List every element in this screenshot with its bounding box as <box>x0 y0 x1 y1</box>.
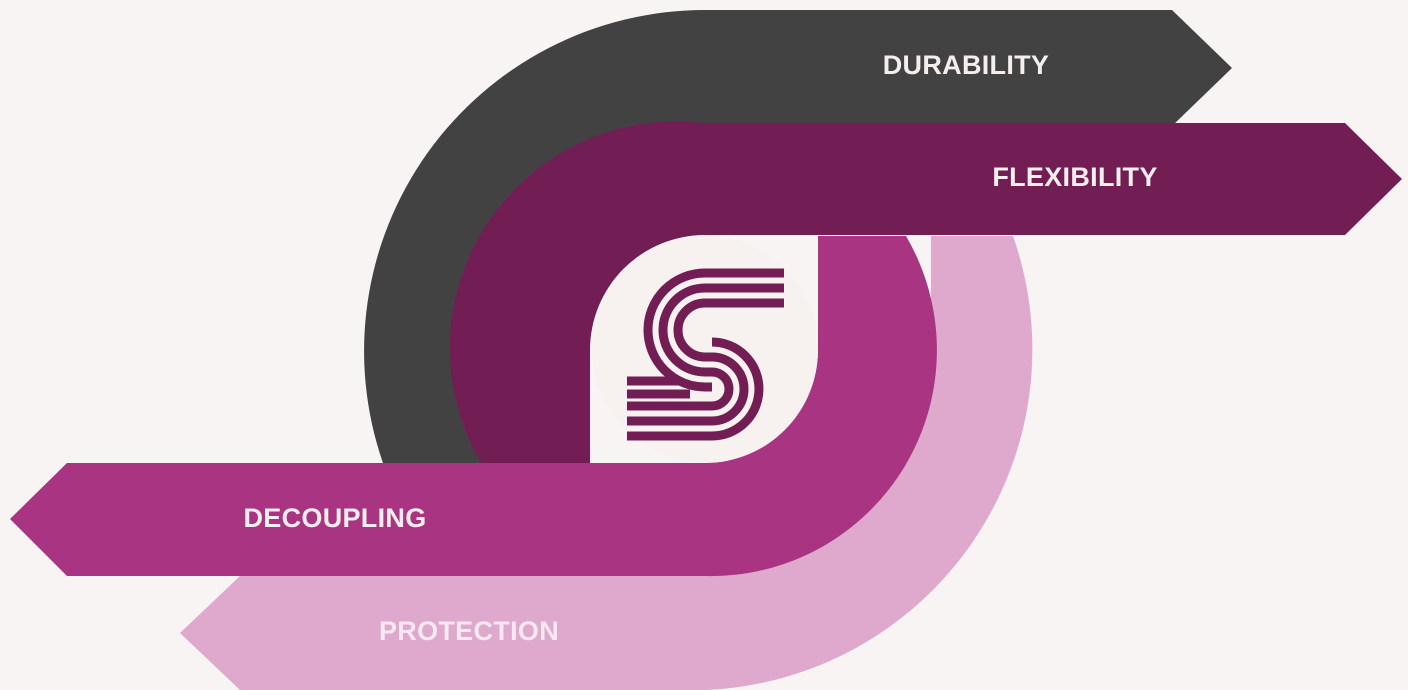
flexibility-label: FLEXIBILITY <box>992 162 1157 192</box>
s-monogram-logo-icon <box>627 268 784 441</box>
decoupling-label: DECOUPLING <box>243 503 426 533</box>
durability-label: DURABILITY <box>883 50 1050 80</box>
protection-band <box>180 236 1033 690</box>
flexibility-band <box>449 121 1403 463</box>
decoupling-band <box>10 236 937 577</box>
protection-label: PROTECTION <box>379 616 559 646</box>
